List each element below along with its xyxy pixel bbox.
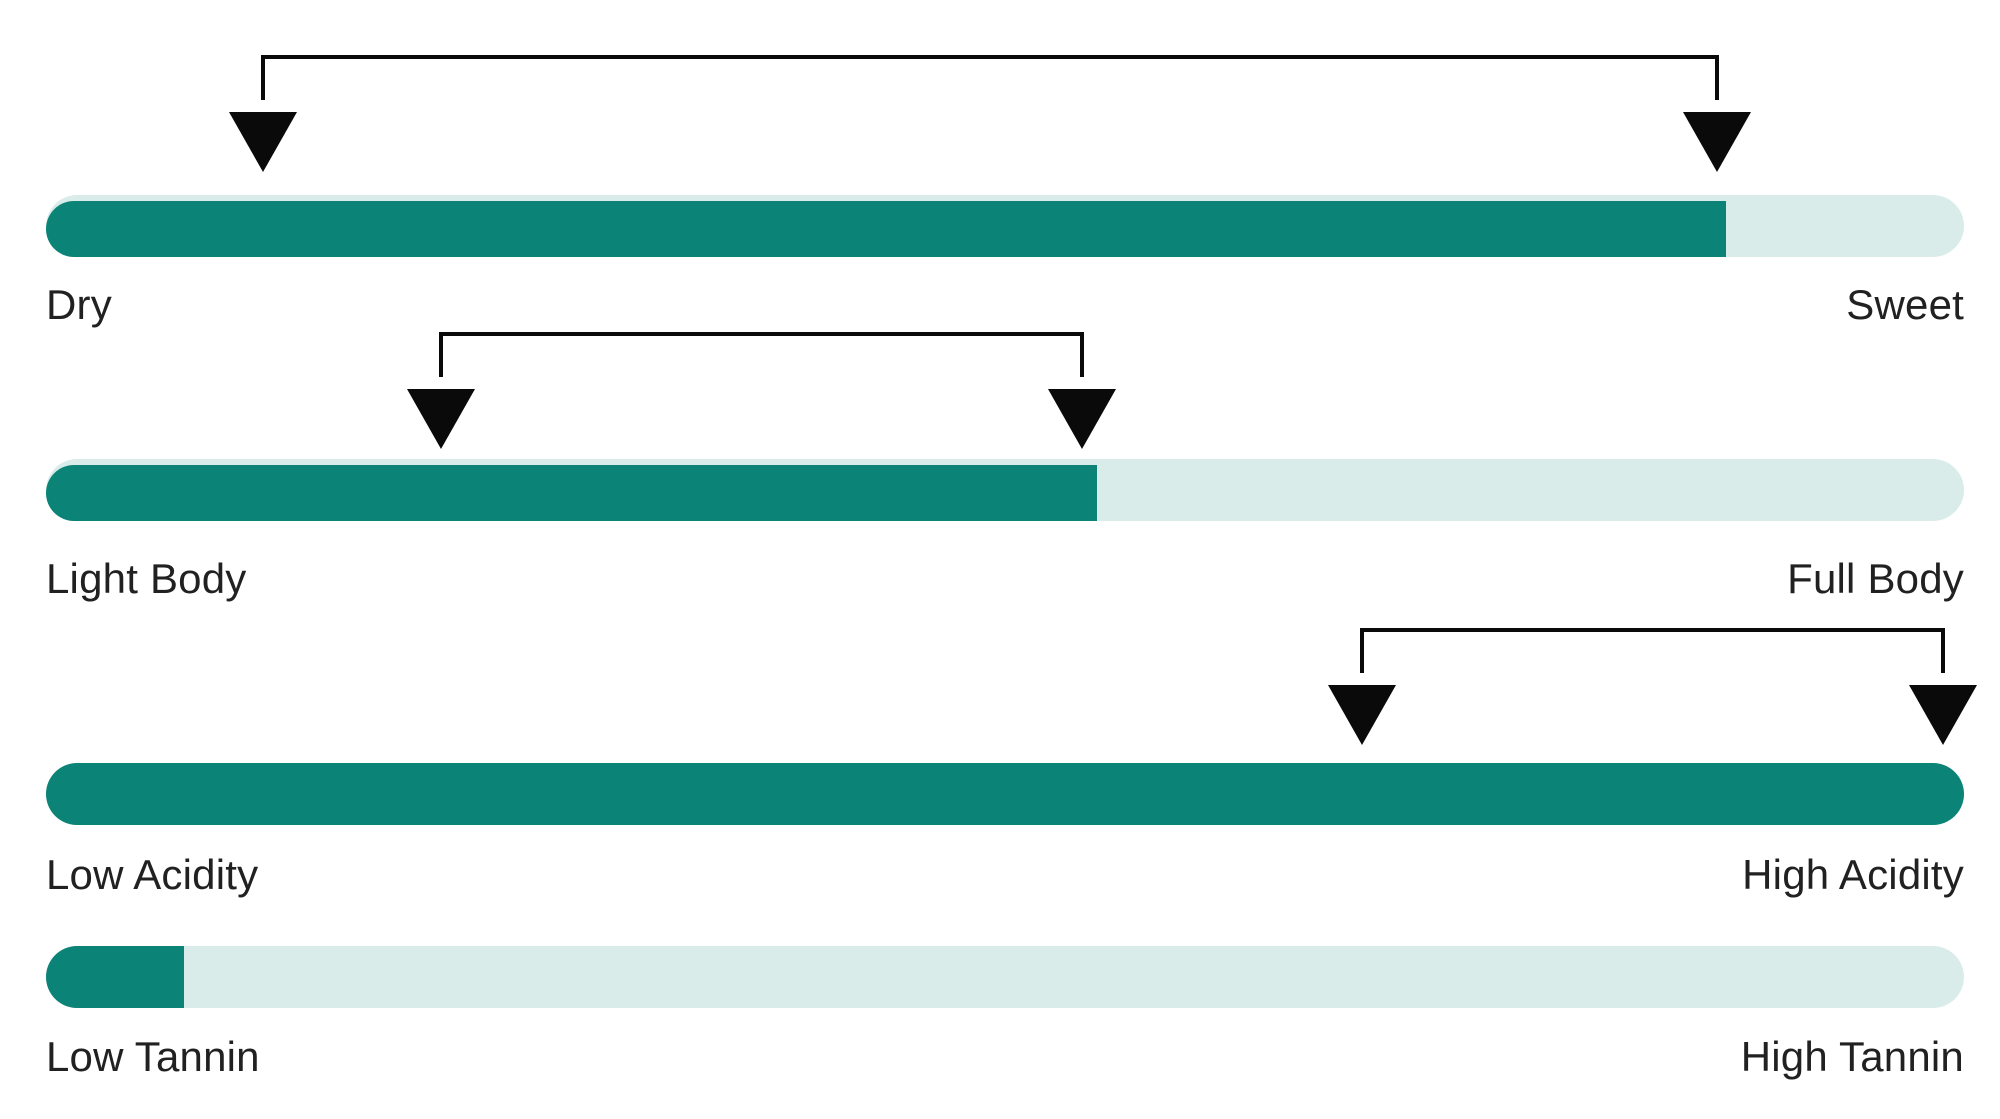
axis-label-left: Low Acidity: [46, 851, 259, 898]
bracket-tick-left: [260, 55, 265, 100]
axis-label-right: Full Body: [1787, 555, 1964, 602]
range-bracket: [1327, 628, 1977, 748]
bracket-tick-right: [1079, 332, 1084, 377]
axis-label-left: Light Body: [46, 555, 247, 602]
slider-track: [46, 763, 1964, 825]
axis-labels: Low Acidity High Acidity: [46, 851, 1964, 898]
slider-fill: [46, 763, 1964, 825]
axis-labels: Dry Sweet: [46, 281, 1964, 328]
bracket-line: [260, 55, 1719, 59]
arrow-down-icon: [1327, 685, 1396, 745]
slider-fill: [46, 465, 1098, 521]
bracket-line: [1359, 628, 1945, 632]
range-bracket: [407, 332, 1116, 452]
slider-track: [46, 195, 1964, 257]
bracket-tick-left: [1359, 628, 1364, 673]
slider-track: [46, 946, 1964, 1008]
axis-label-left: Dry: [46, 281, 112, 328]
axis-label-right: High Tannin: [1740, 1033, 1964, 1080]
axis-label-right: High Acidity: [1742, 851, 1964, 898]
arrow-down-icon: [228, 112, 297, 172]
arrow-down-icon: [1682, 112, 1751, 172]
axis-labels: Low Tannin High Tannin: [46, 1033, 1964, 1080]
axis-label-left: Low Tannin: [46, 1033, 260, 1080]
bracket-tick-right: [1714, 55, 1719, 100]
slider-track: [46, 459, 1964, 521]
arrow-down-icon: [1908, 685, 1977, 745]
arrow-down-icon: [1047, 389, 1116, 449]
bracket-line: [439, 332, 1084, 336]
arrow-down-icon: [407, 389, 476, 449]
slider-fill: [46, 946, 185, 1008]
bracket-tick-left: [439, 332, 444, 377]
range-bracket: [228, 55, 1751, 175]
bracket-tick-right: [1940, 628, 1945, 673]
axis-labels: Light Body Full Body: [46, 555, 1964, 602]
slider-fill: [46, 201, 1727, 257]
axis-label-right: Sweet: [1846, 281, 1964, 328]
